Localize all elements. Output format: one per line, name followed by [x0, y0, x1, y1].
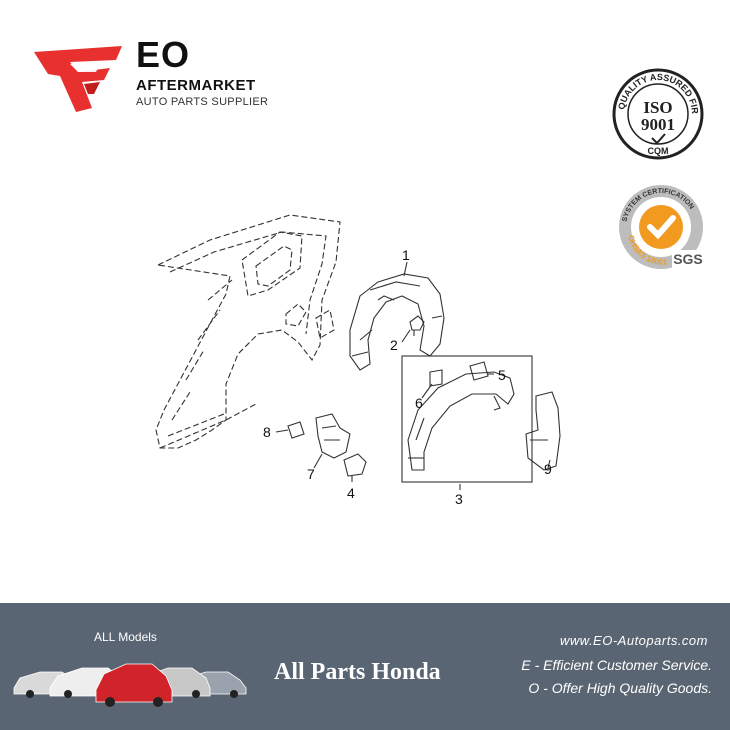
part-group-box [401, 355, 533, 483]
callout-2: 2 [390, 337, 398, 353]
leader-lines [275, 261, 551, 490]
part-4-clip [343, 453, 367, 477]
part-8-clip [287, 421, 305, 439]
callout-5: 5 [498, 367, 506, 383]
sgs-label: SGS [673, 251, 703, 267]
callout-4: 4 [347, 485, 355, 501]
iso-number: 9001 [641, 115, 675, 134]
callout-8: 8 [263, 424, 271, 440]
brand-tagline: AUTO PARTS SUPPLIER [136, 96, 269, 108]
brand-subtitle: AFTERMARKET [136, 77, 256, 94]
footer-models-label: ALL Models [94, 630, 157, 644]
car-lineup-icon [13, 663, 247, 707]
part-7-bracket [315, 413, 351, 459]
part-5-clip [469, 361, 489, 381]
callout-9: 9 [544, 461, 552, 477]
part-3-arch-molding [407, 371, 515, 471]
part-2-clip [409, 315, 425, 336]
callout-7: 7 [307, 466, 315, 482]
iso-main: ISO [643, 98, 672, 117]
parts-diagram: 1 2 3 4 5 6 7 8 9 [155, 214, 561, 507]
footer-slogan-o: O - Offer High Quality Goods. [528, 680, 712, 696]
callout-1: 1 [402, 247, 410, 263]
footer-website-link[interactable]: www.EO-Autoparts.com [560, 633, 708, 648]
eo-logo-icon [34, 46, 122, 112]
check-icon [651, 133, 666, 145]
footer-center-title: All Parts Honda [274, 659, 441, 685]
part-1-inner-fender [349, 273, 445, 371]
iso-9001-badge: QUALITY ASSURED FIRM ISO 9001 CQM [610, 66, 704, 160]
part-9-mud-guard [525, 391, 561, 471]
iso-footer: CQM [648, 146, 669, 156]
sgs-badge: SYSTEM CERTIFICATION OHSAS 18001 SGS [619, 185, 704, 269]
quarter-panel-outline [155, 214, 341, 449]
callout-3: 3 [455, 491, 463, 507]
part-6-clip [429, 369, 443, 387]
callout-6: 6 [415, 395, 423, 411]
footer-slogan-e: E - Efficient Customer Service. [521, 657, 712, 673]
brand-title: EO [136, 34, 191, 75]
check-icon [647, 215, 676, 240]
